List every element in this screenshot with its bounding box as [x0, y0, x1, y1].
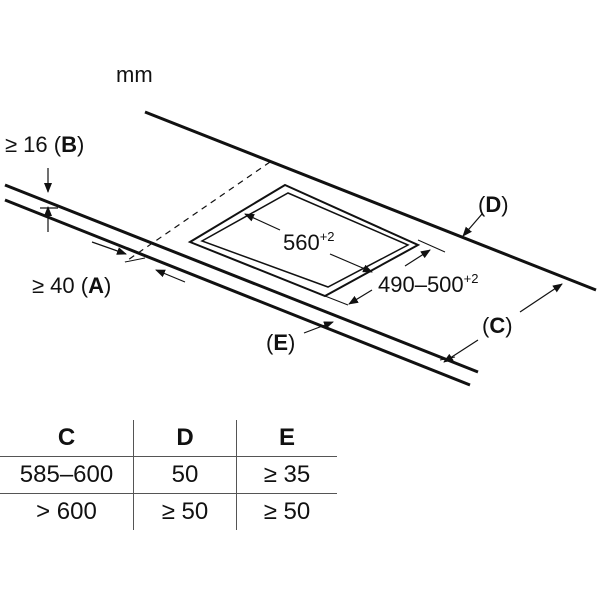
cutout-depth-label: 490–500+2 — [378, 271, 478, 297]
dim-width-arrow-left — [244, 213, 281, 231]
dimension-table: C D E 585–600 50 ≥ 35 > 600 ≥ 50 ≥ 50 — [0, 420, 337, 530]
table-cell: ≥ 35 — [236, 456, 337, 494]
cutout-inner — [200, 192, 410, 288]
e-label: (E) — [266, 330, 295, 355]
dim-e-arrow — [303, 321, 334, 334]
worktop-back-edge — [144, 110, 597, 292]
table-header-d: D — [133, 420, 237, 457]
a-label: ≥ 40 (A) — [32, 273, 111, 298]
worktop-front-bottom-edge — [4, 198, 471, 387]
dim-d-arrow — [462, 213, 483, 237]
dim-a-arrow-right — [155, 269, 186, 283]
dashed-wall-line — [124, 161, 271, 263]
table-header-e: E — [236, 420, 337, 457]
cutout-width-label: 560+2 — [283, 229, 335, 255]
table-cell: ≥ 50 — [236, 493, 337, 530]
dim-depth-arrow-bottom — [348, 289, 373, 305]
table-cell: ≥ 50 — [133, 493, 237, 530]
dim-depth-ext-1 — [417, 239, 446, 253]
table-cell: 585–600 — [19, 461, 114, 488]
extension-line-a — [124, 257, 146, 263]
table-row: > 600 ≥ 50 ≥ 50 — [0, 493, 337, 530]
unit-label: mm — [116, 62, 153, 87]
dim-depth-ext-2 — [324, 295, 349, 306]
table-cell: 50 — [133, 456, 237, 494]
d-label: (D) — [478, 192, 509, 217]
table-row: 585–600 50 ≥ 35 — [0, 456, 337, 494]
dim-c-arrow-top — [519, 283, 563, 313]
dim-c-arrow-bottom — [443, 339, 479, 363]
table-cell: > 600 — [36, 498, 97, 525]
table-header-row: C D E — [0, 420, 337, 457]
table-header-c: C — [57, 424, 76, 451]
worktop-front-top-edge — [4, 183, 479, 374]
c-label: (C) — [482, 313, 513, 338]
dim-depth-arrow-top — [404, 249, 431, 267]
dim-width-arrow-right — [329, 253, 373, 273]
b-label: ≥ 16 (B) — [5, 132, 84, 157]
dim-a-arrow-left — [91, 241, 127, 255]
